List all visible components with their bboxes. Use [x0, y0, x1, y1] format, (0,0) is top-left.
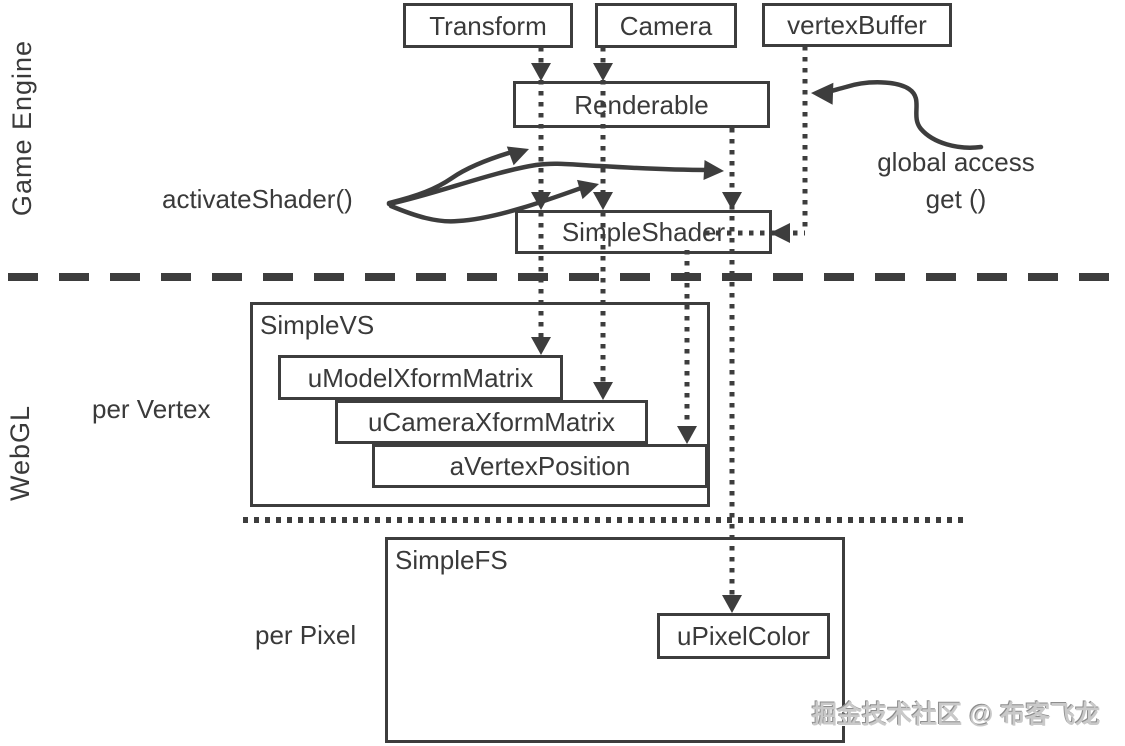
- simple-vs-label: SimpleVS: [260, 310, 375, 340]
- activate-shader-label: activateShader(): [162, 184, 353, 214]
- watermark: 掘金技术社区 @ 布客飞龙: [812, 701, 1101, 729]
- simple-shader-box: SimpleShader: [515, 210, 772, 254]
- camera-box: Camera: [595, 3, 737, 48]
- per-vertex-label: per Vertex: [92, 394, 211, 424]
- transform-box: Transform: [403, 3, 573, 48]
- transform-to-simple-shader-arrowhead: [531, 192, 551, 210]
- transform-to-renderable-arrowhead: [531, 63, 551, 81]
- u-pixel-color-box: uPixelColor: [657, 613, 830, 659]
- vertex-buffer-box: vertexBuffer: [762, 3, 952, 47]
- activate-arrow-2-head: [703, 159, 724, 180]
- webgl-layer-label: WebGL: [5, 404, 35, 502]
- renderable-box: Renderable: [513, 81, 770, 128]
- vertex-buffer-into-shader-arrowhead: [770, 223, 790, 243]
- renderable-to-simple-shader-arrowhead: [722, 192, 742, 210]
- camera-to-renderable-arrowhead: [593, 63, 613, 81]
- global-access-arrowhead: [811, 82, 834, 105]
- global-access-arrow: [824, 80, 984, 150]
- a-vertex-position-box: aVertexPosition: [372, 444, 708, 488]
- global-access-get-label: get (): [925, 184, 987, 214]
- simple-fs-label: SimpleFS: [395, 545, 508, 575]
- activate-arrow-1-head: [506, 146, 529, 166]
- u-model-xform-matrix-box: uModelXformMatrix: [278, 355, 563, 400]
- activate-shader-arrow-1: [386, 149, 515, 206]
- game-engine-layer-label: Game Engine: [7, 39, 37, 217]
- u-camera-xform-matrix-box: uCameraXformMatrix: [335, 400, 648, 444]
- activate-arrow-3-head: [577, 179, 599, 200]
- activate-shader-arrow-2: [386, 161, 711, 207]
- global-access-label: global access: [877, 147, 1035, 177]
- camera-to-simple-shader-arrowhead: [593, 192, 613, 210]
- per-pixel-label: per Pixel: [255, 620, 357, 650]
